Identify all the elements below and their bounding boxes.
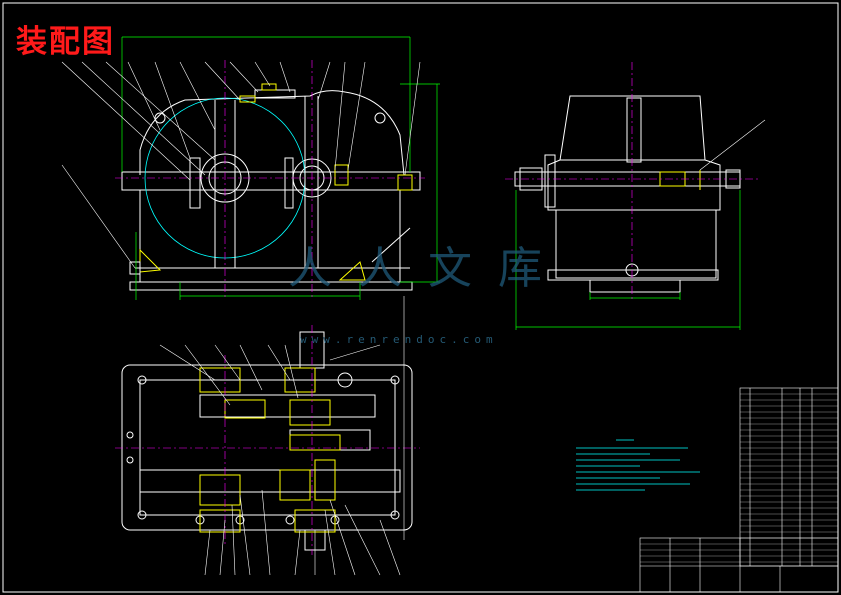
side-view [514, 95, 741, 293]
watermark-text: 人人文库 [288, 243, 568, 294]
front-view-leaders [61, 61, 421, 269]
parts-list [739, 387, 839, 567]
technical-requirements [576, 439, 700, 491]
drawing-title: 装配图 [16, 24, 115, 60]
parts-list-rows [740, 393, 838, 563]
front-view-centerlines [115, 60, 425, 300]
top-view [121, 331, 413, 551]
title-block-rows [640, 543, 740, 563]
top-view-centerlines [115, 325, 420, 555]
watermark-url: www.renrendoc.com [300, 333, 498, 346]
front-view-dimensions [121, 36, 440, 300]
side-view-leader [699, 119, 766, 171]
top-view-leaders [159, 344, 401, 576]
side-view-centerlines [505, 62, 760, 300]
side-view-dimensions [515, 190, 741, 330]
top-view-sections [199, 367, 341, 533]
title-block [639, 537, 839, 593]
